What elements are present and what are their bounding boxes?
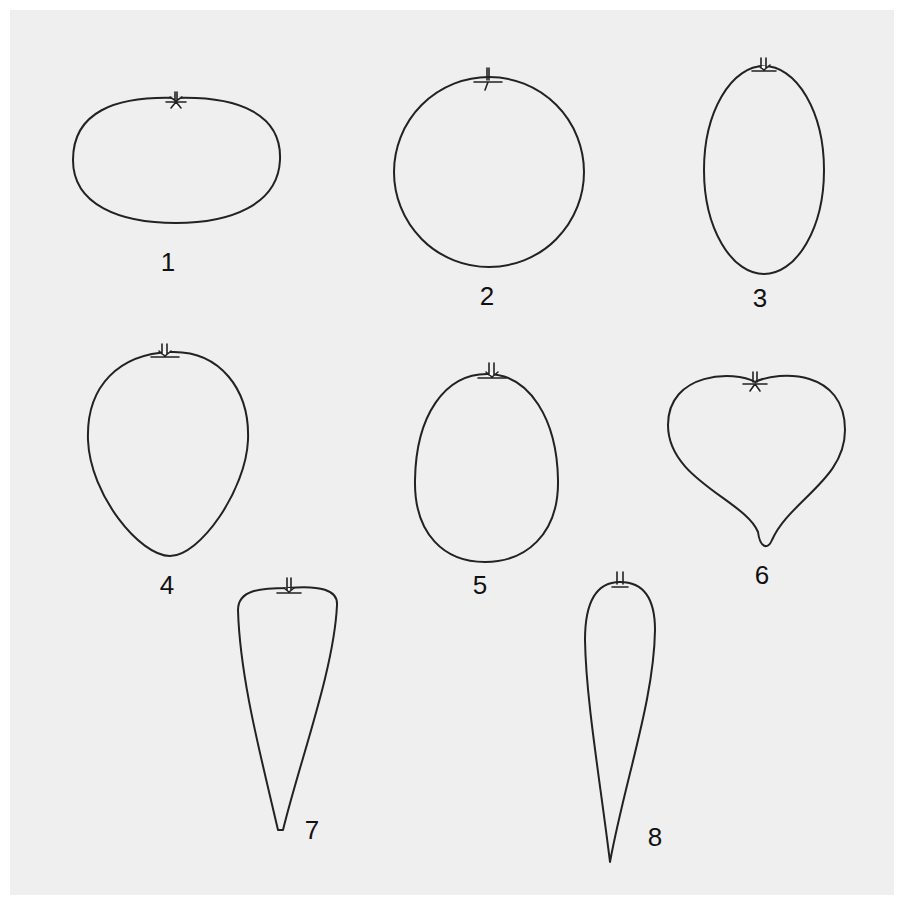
- flattened-fruit: [73, 98, 280, 223]
- figure-number: 7: [305, 817, 319, 843]
- figure-number: 2: [480, 283, 494, 309]
- tapered-fruit: [238, 587, 337, 830]
- oblong-fruit: [704, 66, 824, 274]
- calyx: [474, 68, 502, 90]
- round-fruit: [394, 77, 584, 267]
- calyx: [478, 363, 506, 378]
- calyx: [612, 572, 628, 587]
- calyx: [277, 578, 301, 593]
- calyx: [752, 58, 776, 71]
- figure-number: 8: [648, 824, 662, 850]
- paper-ground: [10, 10, 894, 895]
- heart-fruit: [668, 376, 845, 546]
- calyx: [151, 344, 179, 357]
- long-pointed-fruit: [585, 582, 655, 862]
- figure-number: 1: [161, 249, 175, 275]
- calyx: [743, 372, 767, 391]
- figure-number: 4: [160, 572, 174, 598]
- ovoid-fruit: [415, 374, 558, 562]
- obovoid-fruit: [88, 352, 248, 556]
- figure-number: 6: [755, 562, 769, 588]
- calyx: [166, 92, 186, 108]
- figure-number: 3: [753, 285, 767, 311]
- calyx-marks: [151, 58, 776, 593]
- figure-number: 5: [473, 572, 487, 598]
